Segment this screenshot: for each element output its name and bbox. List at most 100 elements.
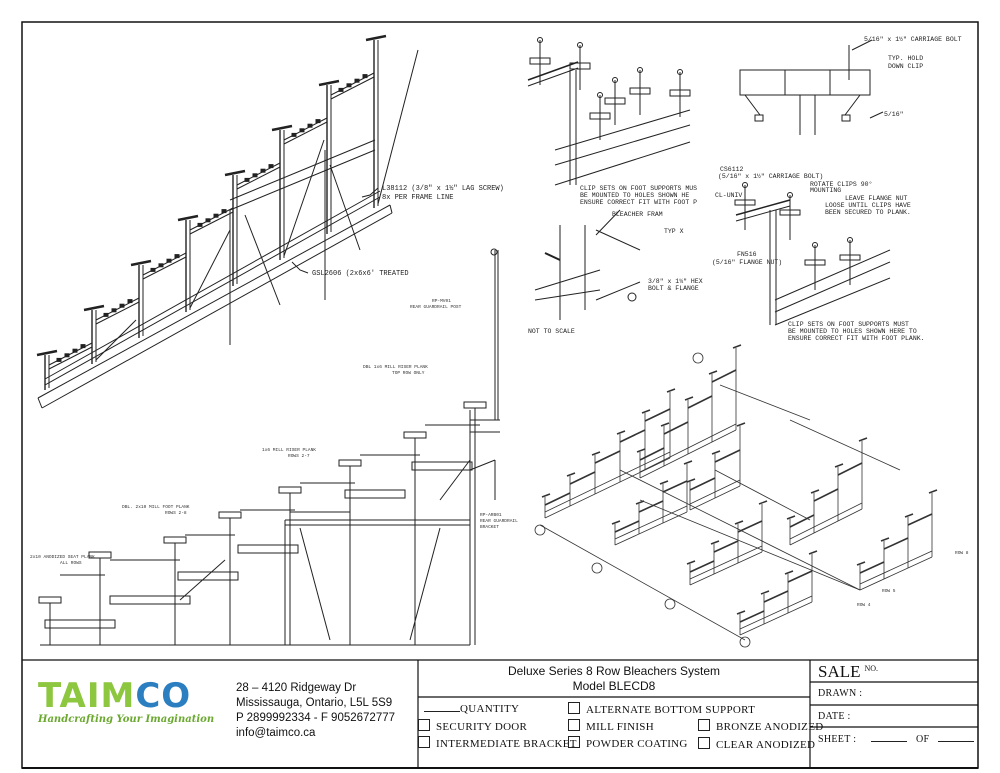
drawing-line [641,409,651,414]
drawing-line [179,559,226,601]
drawing-line [732,344,742,349]
drawing-rect [338,87,344,92]
option-bronze-anodized[interactable]: BRONZE ANODIZED [698,719,823,733]
sale-number-field[interactable]: SALE NO. [818,662,878,682]
drawing-line [229,149,376,211]
drawing-rect [109,595,191,605]
drawing-rect [80,344,86,349]
drawing-rect [103,312,109,317]
drawing-line [659,480,669,485]
drawing-line [177,214,199,222]
drawing-line [714,469,811,521]
drawing-line [736,610,746,615]
drawing-line [554,141,691,186]
drawing-rect [289,511,351,521]
checkbox[interactable] [418,719,430,731]
leave-nut-label-2: LOOSE UNTIL CLIPS HAVE [825,202,911,209]
drawing-line [544,451,671,513]
drawing-rect [307,123,313,128]
dbl-riser-label: DBL 1x6 MILL RISER PLANK [363,364,428,370]
drawing-line [666,388,676,393]
checkbox[interactable] [698,719,710,731]
drawing-line [48,346,93,370]
drawing-model: Model BLECD8 [572,679,656,693]
cl-univ-label: CL-UNIV [715,192,742,199]
drawing-line [595,229,641,251]
drawing-line [713,540,739,553]
rear-bracket-label: RP-ARB01 [480,512,502,518]
drawing-line [711,450,721,455]
checkbox[interactable] [698,737,710,749]
option-mill-finish[interactable]: MILL FINISH [568,719,654,733]
checkbox[interactable] [418,736,430,748]
drawing-circle [742,182,748,188]
drawing-line [283,117,328,141]
drawing-circle [692,352,704,364]
logo-tagline: Handcrafting Your Imagination [38,714,215,725]
checkbox[interactable] [568,702,580,714]
drawing-rect [119,303,125,308]
drawing-line [859,556,933,591]
drawing-rect [72,348,78,353]
drawing-line [880,537,890,542]
option-security-door[interactable]: SECURITY DOOR [418,719,527,733]
checkbox[interactable] [568,719,580,731]
row-8-label: ROW 8 [955,550,969,556]
option-intermediate-bracket[interactable]: INTERMEDIATE BRACKET [418,736,577,750]
drawing-rect [111,308,117,313]
foot-plank-label-2: ROWS 2-8 [165,510,187,516]
drawing-rect [362,74,368,79]
drawing-line [686,478,696,483]
drawing-rect [218,511,242,519]
option-powder-coating[interactable]: POWDER COATING [568,736,688,750]
side-elevation-drawing [38,248,500,646]
quantity-field[interactable]: QUANTITY [424,703,519,715]
drawing-line [614,511,688,546]
rear-bracket-label-2: REAR GUARDRAIL [480,518,518,524]
seat-plank-label-2: ALL ROWS [60,560,82,566]
clip-note-a-2: BE MOUNTED TO HOLES SHOWN HE [580,192,689,199]
row-5-label: ROW 5 [882,588,896,594]
nut-size-label: 5/16" [884,111,904,118]
drawing-rect [344,489,406,499]
rotate-clips-label: ROTATE CLIPS 90° [810,180,872,188]
date-field[interactable]: DATE : [818,711,851,722]
drawing-line [834,463,844,468]
drawing-title: Deluxe Series 8 Row Bleachers System Mod… [418,664,810,694]
option-alternate-bottom-support[interactable]: ALTERNATE BOTTOM SUPPORT [568,702,755,716]
option-clear-anodized[interactable]: CLEAR ANODIZED [698,737,815,751]
drawing-line [719,384,811,421]
drawing-rect [177,571,239,581]
drawing-rect [315,119,321,124]
drawing-line [851,39,873,51]
drawing-line [636,448,646,453]
drawing-line [554,109,691,151]
frame-elevation-drawing [36,34,419,409]
drawing-title-text: Deluxe Series 8 Row Bleachers System [507,664,721,678]
drawing-rect [739,69,871,96]
drawing-line [439,459,471,501]
drawn-field[interactable]: DRAWN : [818,688,862,699]
clip-note-b-1: CLIP SETS ON FOOT SUPPORTS MUST [788,321,909,328]
address-email[interactable]: info@taimco.ca [236,727,316,739]
drawing-line [789,419,901,471]
drawing-line [236,166,281,190]
drawing-line [928,489,938,494]
drawing-line [763,590,789,603]
drawing-line [907,513,933,526]
drawing-line [639,429,737,479]
drawing-circle [637,67,643,73]
sheet-field[interactable]: SHEET : OF [818,734,975,745]
drawing-rect [669,89,691,97]
drawing-rect [403,431,427,439]
drawing-line [663,421,689,435]
drawn-label: DRAWN : [818,688,863,699]
checkbox[interactable] [568,736,580,748]
drawing-line [739,601,813,636]
drawing-rect [150,267,156,272]
drawing-line [689,545,763,580]
drawing-line [686,560,696,565]
hex-bolt-label: 3/8" x 1¼" HEX [648,278,703,285]
drawing-rect [44,619,116,629]
drawing-line [377,49,419,205]
